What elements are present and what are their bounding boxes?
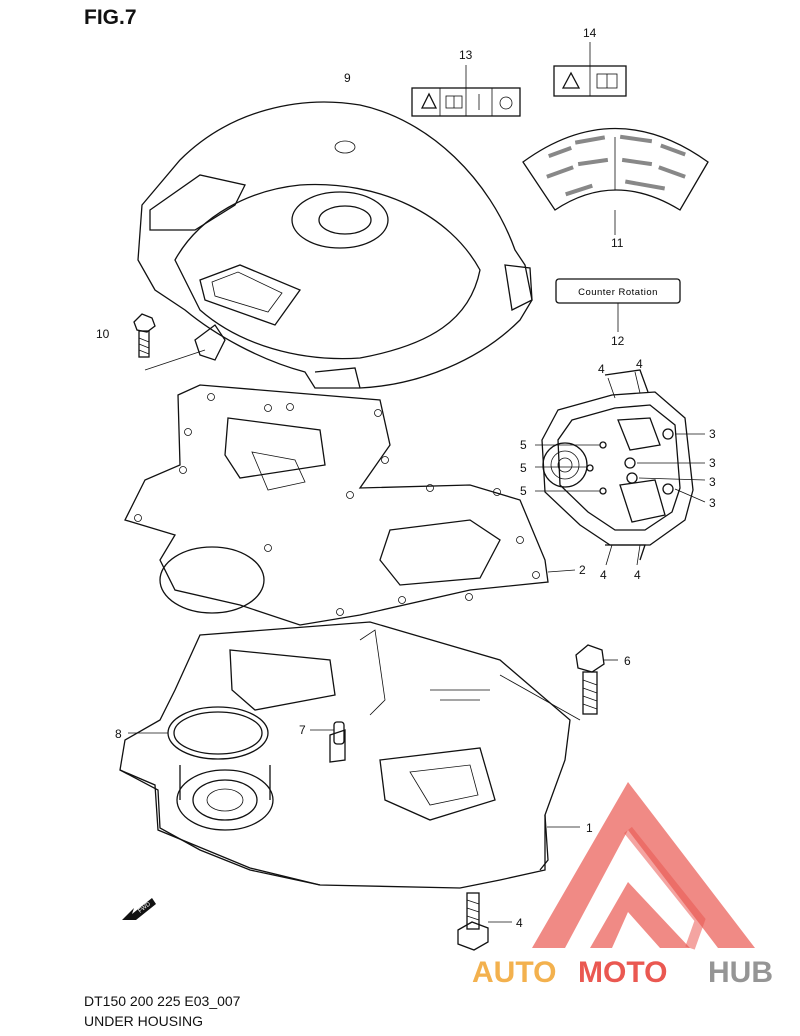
callout-3-b: 3 [709, 456, 716, 470]
part-9-cover [137, 101, 533, 389]
ignition-icon [499, 96, 513, 110]
callout-6: 6 [624, 654, 631, 668]
watermark-moto: MOTO [578, 956, 667, 989]
callout-3-d: 3 [709, 496, 716, 510]
footer-section-name: UNDER HOUSING [84, 1013, 204, 1029]
callout-12: 12 [611, 334, 625, 348]
part-6-bolt [575, 644, 618, 715]
callout-4-e: 4 [516, 916, 523, 930]
footer-model-code: DT150 200 225 E03_007 [84, 993, 241, 1009]
automotohub-watermark: AUTO MOTO HUB [472, 782, 773, 989]
callout-4-d: 4 [634, 568, 641, 582]
callout-11: 11 [611, 236, 624, 250]
callout-numbers: 9 13 14 11 10 12 4 4 3 3 3 3 5 5 5 4 4 2… [96, 26, 716, 930]
watermark-hub: HUB [708, 956, 773, 989]
label-11-decal [522, 127, 709, 235]
figure-title: FIG.7 [84, 6, 137, 29]
watermark-auto: AUTO [472, 956, 556, 989]
watermark-triangle-logo [532, 782, 755, 950]
part-10-bolt [133, 313, 206, 371]
plate-assembly [535, 369, 706, 566]
fwd-arrow-icon: FWD [122, 898, 156, 920]
callout-4-a: 4 [598, 362, 605, 376]
callout-5-b: 5 [520, 461, 527, 475]
callout-7: 7 [299, 723, 306, 737]
warning-icon [561, 71, 581, 89]
part-4-bolt [457, 892, 512, 951]
callout-8: 8 [115, 727, 122, 741]
callout-14: 14 [583, 26, 597, 40]
part-2-gasket [124, 384, 576, 626]
label-12-text: Counter Rotation [578, 287, 658, 298]
callout-3-c: 3 [709, 475, 716, 489]
label-13-decal [411, 65, 521, 117]
callout-1: 1 [586, 821, 593, 835]
part-7-pin [310, 721, 345, 745]
part-1-under-housing [119, 621, 581, 889]
label-12-decal: Counter Rotation [555, 278, 681, 332]
callout-13: 13 [459, 48, 473, 62]
callout-5-a: 5 [520, 438, 527, 452]
warning-icon [420, 92, 438, 109]
gasket-bolt-holes [134, 393, 540, 616]
label-14-decal [553, 42, 627, 97]
callout-2: 2 [579, 563, 586, 577]
callout-4-c: 4 [600, 568, 607, 582]
callout-4-b: 4 [636, 357, 643, 371]
callout-9: 9 [344, 71, 351, 85]
callout-3-a: 3 [709, 427, 716, 441]
callout-5-c: 5 [520, 484, 527, 498]
callout-10: 10 [96, 327, 110, 341]
